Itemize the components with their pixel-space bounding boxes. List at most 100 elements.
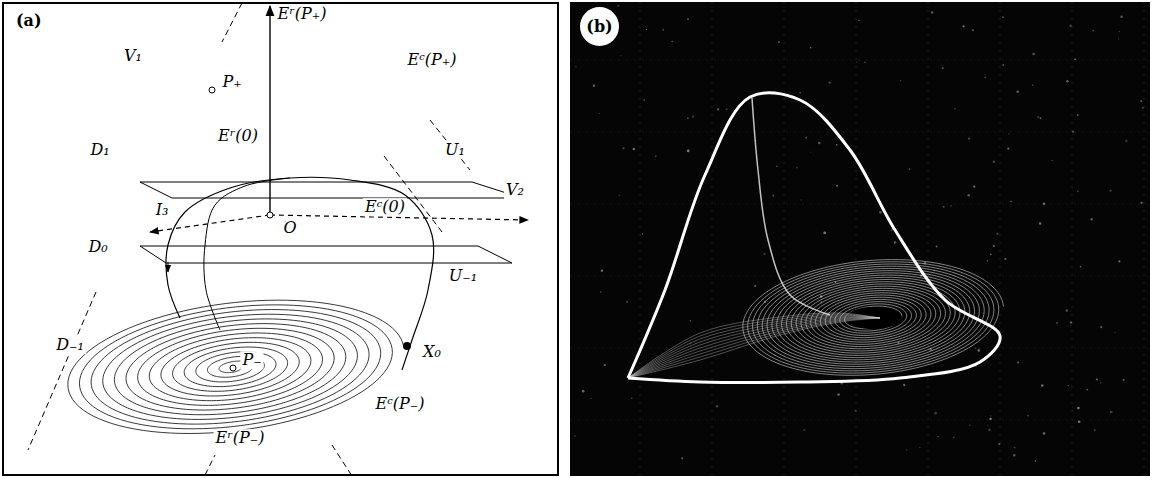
graticule-line: [1000, 2, 1001, 476]
graticule-line: [570, 132, 1150, 133]
math-label: O: [281, 219, 298, 237]
panel-frame: (b): [570, 2, 1150, 476]
noise-dot: [993, 161, 995, 163]
noise-dot: [903, 384, 905, 386]
noise-dot: [1016, 91, 1018, 93]
math-label: D₀: [86, 238, 109, 256]
noise-dot: [823, 232, 826, 235]
graticule-line: [640, 2, 641, 476]
math-label: V₁: [122, 47, 144, 65]
noise-dot: [681, 457, 683, 459]
noise-dot: [988, 429, 991, 432]
noise-dot: [919, 447, 921, 449]
noise-dot: [799, 92, 801, 94]
noise-dot: [754, 285, 756, 287]
noise-dot: [1094, 429, 1096, 431]
noise-dot: [687, 149, 690, 152]
panel-label: (a): [14, 12, 44, 30]
oscilloscope-photo: [570, 2, 1150, 476]
noise-dot: [990, 415, 991, 416]
graticule-line: [570, 204, 1150, 205]
noise-dot: [810, 152, 811, 153]
graticule-line: [570, 420, 1150, 421]
trajectory-sheet: [628, 315, 880, 378]
trajectory-loop: [204, 178, 290, 330]
noise-dot: [1066, 80, 1069, 83]
noise-dot: [1032, 53, 1035, 56]
math-label: Eʳ(P₊): [276, 5, 329, 23]
noise-dot: [954, 108, 956, 110]
noise-dot: [1017, 362, 1019, 364]
noise-dot: [593, 85, 595, 87]
noise-dot: [1074, 58, 1076, 60]
noise-dot: [894, 241, 896, 243]
noise-dot: [1072, 130, 1074, 132]
math-label: U₁: [443, 141, 467, 159]
noise-dot: [1008, 133, 1009, 134]
noise-dot: [973, 186, 975, 188]
noise-dot: [1069, 25, 1071, 27]
trajectory-sheet: [628, 318, 880, 378]
trajectory-sheet: [628, 318, 880, 378]
math-label: Eᶜ(P₋): [373, 395, 426, 413]
noise-dot: [631, 397, 633, 399]
trajectory-loop: [166, 177, 434, 370]
math-label: Eʳ(0): [216, 127, 260, 145]
noise-dot: [575, 66, 577, 68]
graticule-line: [928, 2, 929, 476]
noise-dot: [950, 205, 951, 206]
noise-dot: [1109, 189, 1111, 191]
eigenspace-line: [205, 455, 215, 475]
noise-dot: [1100, 382, 1101, 383]
noise-dot: [796, 167, 798, 169]
noise-dot: [909, 168, 911, 170]
noise-dot: [662, 29, 664, 31]
noise-dot: [1051, 160, 1052, 161]
noise-dot: [989, 418, 992, 421]
noise-dot: [643, 99, 645, 101]
noise-dot: [801, 199, 802, 200]
graticule-line: [570, 60, 1150, 61]
noise-dot: [906, 449, 908, 451]
math-label: U₋₁: [447, 267, 479, 285]
noise-dot: [1077, 114, 1079, 116]
trajectory-sheet: [628, 317, 880, 378]
noise-dot: [1013, 454, 1015, 456]
noise-dot: [972, 29, 974, 31]
noise-dot: [582, 390, 585, 393]
noise-dot: [1032, 84, 1033, 85]
eigenspace-line: [222, 3, 242, 42]
noise-dot: [1120, 16, 1122, 18]
noise-dot: [1092, 30, 1094, 32]
noise-dot: [818, 142, 821, 145]
noise-dot: [1065, 309, 1068, 312]
noise-dot: [687, 117, 689, 119]
equilibrium-point: [209, 87, 215, 93]
eigenspace-line: [384, 156, 442, 232]
noise-dot: [646, 29, 647, 30]
math-label: V₂: [504, 181, 526, 199]
noise-dot: [1010, 201, 1012, 203]
origin-point: [267, 212, 273, 218]
noise-dot: [1114, 332, 1115, 333]
trajectory-sheet: [628, 318, 880, 378]
noise-dot: [626, 301, 628, 303]
noise-dot: [854, 410, 856, 412]
math-label: X₀: [421, 343, 443, 361]
noise-dot: [726, 108, 728, 110]
noise-dot: [778, 41, 780, 43]
noise-dot: [936, 246, 938, 248]
noise-dot: [776, 166, 778, 168]
noise-dot: [599, 113, 601, 115]
noise-dot: [1002, 16, 1004, 18]
trajectory-sheet: [628, 314, 880, 378]
plane-d1: [140, 182, 522, 198]
equilibrium-point: [230, 365, 236, 371]
graticule-line: [1072, 2, 1073, 476]
panel-label: (b): [580, 7, 619, 46]
noise-dot: [987, 260, 989, 262]
graticule-line: [856, 2, 857, 476]
noise-dot: [1122, 379, 1124, 381]
noise-dot: [1056, 322, 1058, 324]
noise-dot: [968, 137, 970, 139]
